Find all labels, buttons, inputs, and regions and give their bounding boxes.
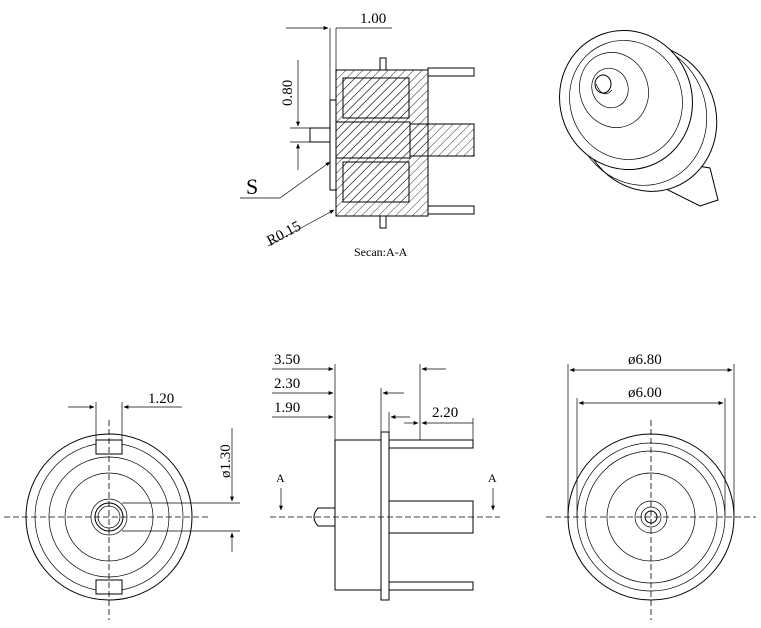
side-lead-bottom (388, 581, 474, 591)
side-dim-c: 1.90 (274, 400, 300, 416)
side-body (334, 439, 382, 591)
section-plunger (335, 121, 411, 159)
side-dim-a: 3.50 (274, 352, 300, 368)
section-dim-left: 0.80 (280, 80, 296, 106)
side-view: A A 3.50 2.30 1.90 2.20 (270, 352, 500, 601)
side-section-mark-left: A (276, 471, 285, 485)
rear-dim-outer: ø6.80 (628, 352, 662, 368)
rear-view: ø6.80 ø6.00 (546, 352, 756, 620)
section-view: 1.00 0.80 S R0.15 Secan:A-A (240, 11, 475, 259)
side-section-mark-right: A (488, 471, 497, 485)
section-lead-bottom (427, 205, 475, 215)
section-flange (329, 99, 337, 191)
section-caption: Secan:A-A (354, 245, 408, 259)
isometric-view (559, 29, 719, 207)
side-dim-b: 2.30 (274, 376, 300, 392)
side-lead-top (388, 439, 474, 449)
front-view: 1.20 ø1.30 (4, 391, 240, 620)
iso-contact (594, 74, 612, 94)
section-cavity-top (342, 77, 410, 119)
section-label-s: S (246, 174, 258, 199)
section-contact-tip (309, 127, 331, 143)
section-label-radius: R0.15 (264, 218, 304, 249)
front-dim-hole: ø1.30 (218, 444, 234, 478)
iso-body (559, 29, 693, 171)
section-pin (409, 123, 475, 157)
section-dim-top: 1.00 (360, 11, 386, 27)
front-dim-slot: 1.20 (148, 391, 174, 407)
section-lead-top (427, 67, 475, 77)
section-cavity-bottom (342, 161, 410, 203)
side-dim-pin: 2.20 (432, 405, 458, 421)
side-flange (380, 431, 390, 601)
rear-dim-inner: ø6.00 (628, 385, 662, 401)
